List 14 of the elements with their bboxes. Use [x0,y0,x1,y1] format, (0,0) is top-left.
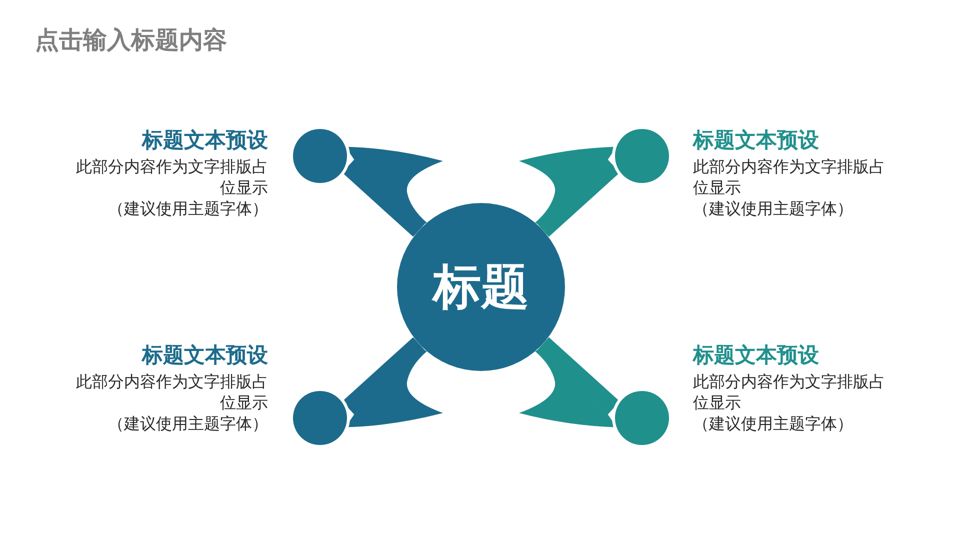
body-text: 此部分内容作为文字排版占位显示 [693,371,886,413]
center-title: 标题 [433,259,529,315]
note-text: （建议使用主题字体） [107,413,268,434]
page-title: 点击输入标题内容 [35,25,227,55]
note-text: （建议使用主题字体） [107,198,268,219]
body-text: 此部分内容作为文字排版占位显示 [75,156,268,198]
note-text: （建议使用主题字体） [693,198,854,219]
heading-text: 标题文本预设 [140,342,268,368]
body-text: 此部分内容作为文字排版占位显示 [693,156,886,198]
note-text: （建议使用主题字体） [693,413,854,434]
body-text: 此部分内容作为文字排版占位显示 [75,371,268,413]
heading-text: 标题文本预设 [693,127,820,153]
heading-text: 标题文本预设 [140,127,268,153]
heading-text: 标题文本预设 [693,342,820,368]
